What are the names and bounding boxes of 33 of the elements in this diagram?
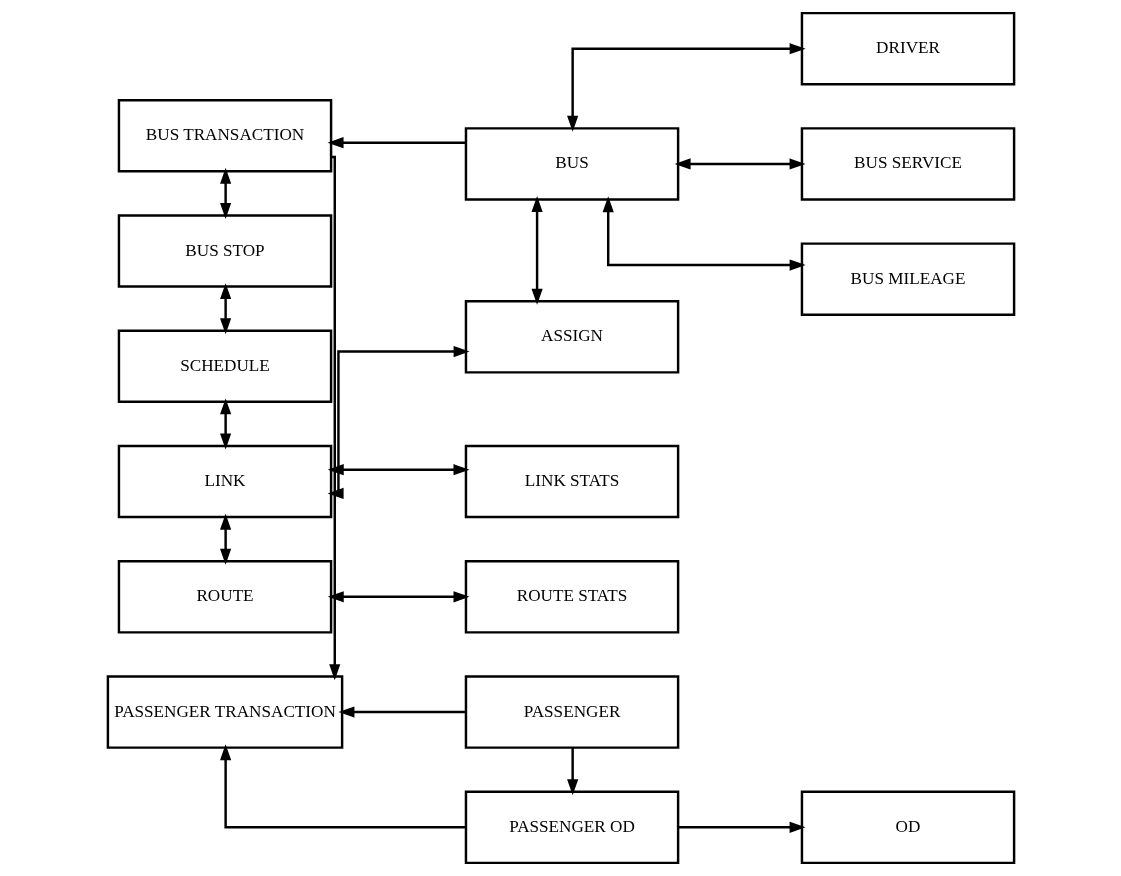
node-box: PASSENGER OD [464,790,679,865]
arrow [674,158,806,170]
arrow [328,155,340,681]
node-box: BUS STOP [117,214,332,288]
node-box: BUS [464,127,679,201]
arrow [219,398,231,450]
node-box: BUS MILEAGE [800,242,1015,316]
node-box: DRIVER [800,11,1015,86]
node-box: SCHEDULE [117,329,332,404]
node-box: PASSENGER TRANSACTION [106,675,343,749]
node-box: PASSENGER [464,675,679,749]
arrow [219,167,231,219]
node-box: LINK STATS [464,444,679,519]
arrow [327,591,469,603]
arrow [219,283,231,335]
node-box: LINK [117,444,332,519]
arrow [327,464,469,476]
node-box: ASSIGN [464,300,679,374]
arrow [327,345,470,499]
arrow [566,747,578,796]
node-box: BUS TRANSACTION [117,98,332,173]
node-box: BUS SERVICE [800,127,1015,201]
node-box: ROUTE STATS [464,560,679,634]
arrow [337,706,466,718]
arrow [531,196,543,305]
node-box: OD [800,790,1015,865]
arrow [327,137,466,149]
arrow [677,821,806,833]
arrow [219,744,466,829]
arrow [219,513,231,565]
node-box: ROUTE [117,560,332,634]
arrow [602,196,806,271]
arrow [566,43,806,132]
